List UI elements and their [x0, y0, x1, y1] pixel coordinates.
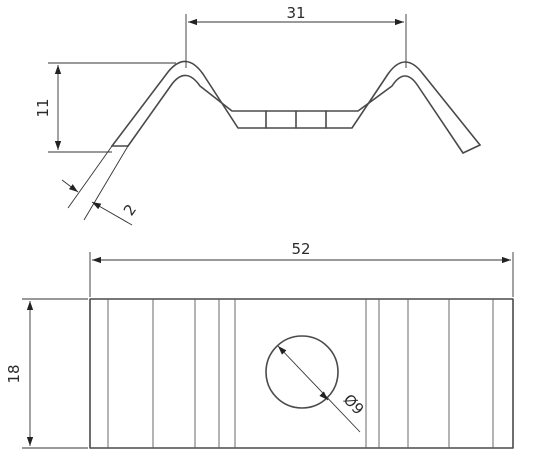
- thickness-label: 2: [120, 201, 140, 219]
- profile-outer-contour: [111, 60, 481, 147]
- bend-spacing-label: 31: [286, 4, 305, 22]
- dimension-overall-length: 52: [89, 240, 514, 297]
- profile-inner-contour: [127, 74, 464, 154]
- dimension-width: 18: [5, 298, 88, 449]
- profile-height-label: 11: [34, 98, 52, 117]
- width-label: 18: [5, 364, 23, 383]
- profile-right-end: [462, 144, 481, 154]
- mounting-hole: [265, 335, 339, 409]
- dimension-thickness: 2: [61, 145, 140, 226]
- dimension-hole-diameter: Ø9: [277, 345, 368, 433]
- dimension-profile-height: 11: [34, 62, 176, 153]
- dimension-bend-spacing: 31: [185, 4, 407, 68]
- overall-length-label: 52: [291, 240, 310, 258]
- hole-diameter-label: Ø9: [340, 391, 368, 419]
- side-profile-view: [111, 60, 481, 154]
- top-view-outline: [89, 298, 514, 449]
- top-view: [89, 298, 514, 449]
